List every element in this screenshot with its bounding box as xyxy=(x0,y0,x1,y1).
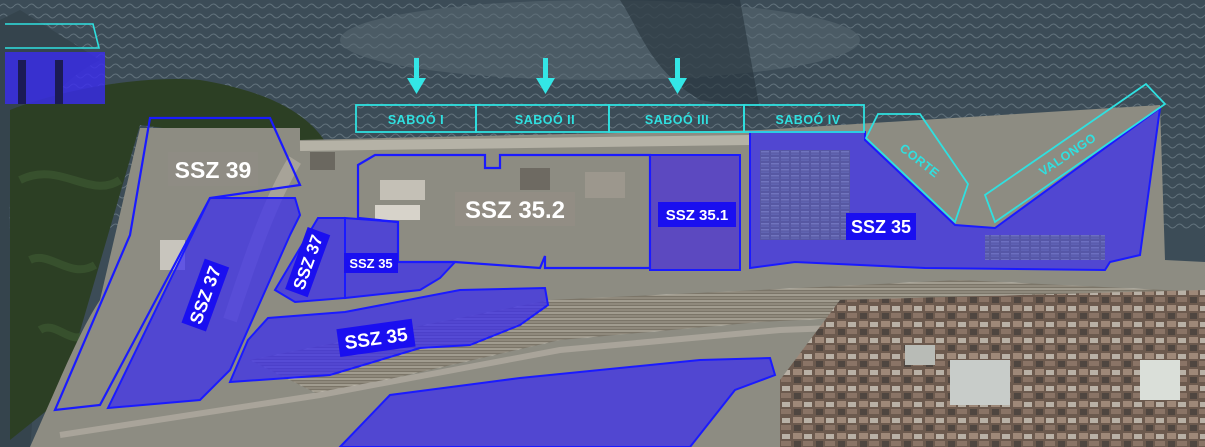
zone-label-ssz35-small: SSZ 35 xyxy=(349,256,392,271)
label-bg-ssz35-right xyxy=(846,213,916,240)
label-bg-ssz35-2 xyxy=(455,192,575,226)
zone-label-ssz39: SSZ 39 xyxy=(175,157,252,183)
berth-corte-box xyxy=(864,113,969,224)
label-bg-ssz35-1 xyxy=(658,202,736,227)
zone-ssz35-2-outline xyxy=(356,153,652,270)
berth-label-saboo-4: SABOÓ IV xyxy=(775,112,840,127)
pier-top-left xyxy=(5,23,105,104)
label-bg-ssz37-small xyxy=(285,227,331,298)
berth-outlines xyxy=(355,82,1167,224)
zone-label-ssz35-right: SSZ 35 xyxy=(851,217,911,237)
label-bg-ssz37-left xyxy=(181,258,230,332)
berth-label-saboo-1: SABOÓ I xyxy=(388,112,444,127)
vegetation-area xyxy=(10,79,330,441)
berth-saboo-4-box xyxy=(743,104,865,133)
zone-label-ssz35-1: SSZ 35.1 xyxy=(666,207,729,224)
label-bg-ssz35-strip xyxy=(336,318,416,358)
berth-label-saboo-3: SABOÓ III xyxy=(645,112,709,127)
berth-valongo-box xyxy=(983,82,1167,224)
down-arrow-icon xyxy=(536,58,555,94)
zone-label-ssz35-2: SSZ 35.2 xyxy=(465,197,565,224)
berth-label-saboo-2: SABOÓ II xyxy=(515,112,575,127)
down-arrow-icon xyxy=(407,58,426,94)
zone-ssz39-outline xyxy=(53,116,302,412)
label-bg-ssz39 xyxy=(168,152,258,186)
zone-ssz35-bottom xyxy=(338,356,777,447)
label-bg-ssz35-small xyxy=(344,253,398,273)
down-arrow-icon xyxy=(668,58,687,94)
